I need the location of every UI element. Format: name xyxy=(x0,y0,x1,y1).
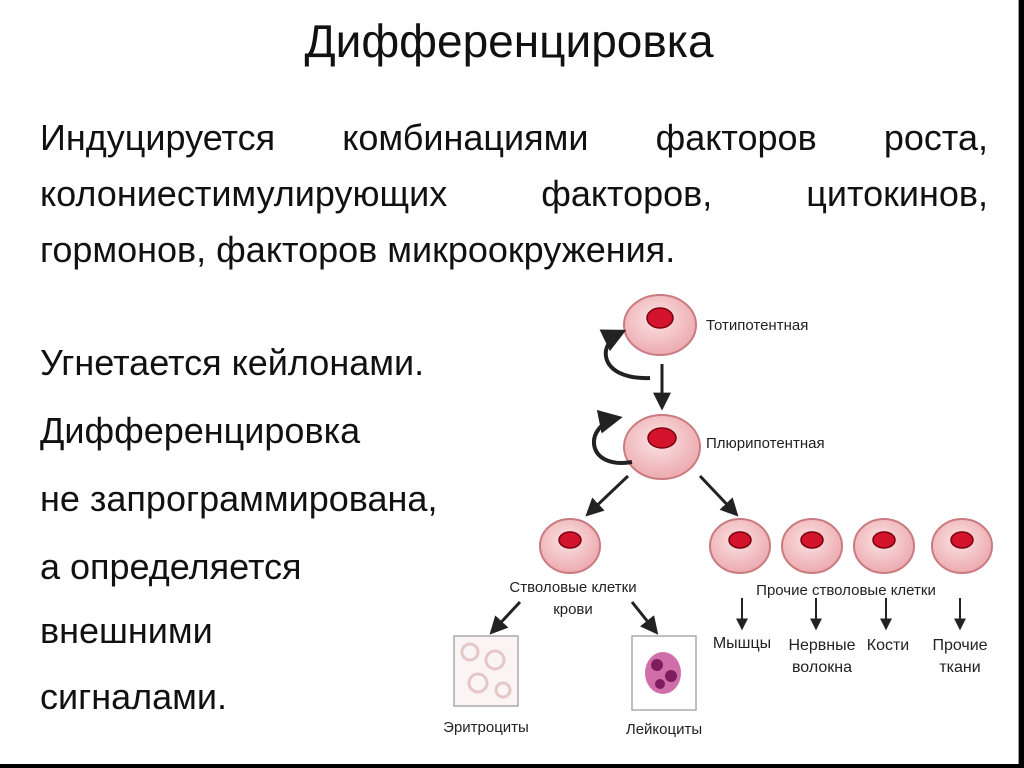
self-renewal-arrow-pluripotent xyxy=(592,410,633,465)
other-stem-cell-4 xyxy=(931,518,993,574)
text-line-1: Угнетается кейлонами. xyxy=(40,342,425,383)
arrow-blood-to-erythro xyxy=(489,600,522,635)
label-erythrocytes: Эритроциты xyxy=(443,719,529,736)
self-renewal-arrow-totipotent xyxy=(599,329,651,381)
arrow-blood-to-leuko xyxy=(630,601,659,635)
text-line-3: не запрограммирована, xyxy=(40,478,438,519)
leukocyte-image xyxy=(631,635,697,711)
other-stem-cell-1 xyxy=(709,518,771,574)
other-stem-cell-2 xyxy=(781,518,843,574)
label-leukocytes: Лейкоциты xyxy=(626,721,702,738)
label-blood-stem-2: крови xyxy=(553,601,593,618)
text-line-6: сигналами. xyxy=(40,676,228,717)
arrow-pluri-to-blood xyxy=(585,474,630,517)
label-pluripotent: Плюрипотентная xyxy=(706,435,825,452)
erythrocyte-image xyxy=(453,635,519,707)
other-stem-cell-3 xyxy=(853,518,915,574)
label-nerve-2: волокна xyxy=(792,659,852,676)
label-other-tissue-1: Прочие xyxy=(932,637,987,654)
induction-paragraph: Индуцируется комбинациями факторов роста… xyxy=(40,117,988,270)
label-muscles: Мышцы xyxy=(713,635,771,652)
label-totipotent: Тотипотентная xyxy=(706,317,808,334)
totipotent-cell xyxy=(623,294,697,356)
text-line-5: внешними xyxy=(40,610,213,651)
label-nerve-1: Нервные xyxy=(788,637,855,654)
slide-title: Дифференцировка xyxy=(304,15,714,67)
blood-stem-cell xyxy=(539,518,601,574)
pluripotent-cell xyxy=(623,414,701,480)
label-other-tissue-2: ткани xyxy=(939,659,980,676)
text-line-2: Дифференцировка xyxy=(40,410,361,451)
arrow-pluri-to-other xyxy=(698,474,739,517)
label-other-stem: Прочие стволовые клетки xyxy=(756,582,936,599)
text-line-4: а определяется xyxy=(40,546,302,587)
label-bones: Кости xyxy=(867,637,909,654)
label-blood-stem-1: Стволовые клетки xyxy=(509,579,636,596)
